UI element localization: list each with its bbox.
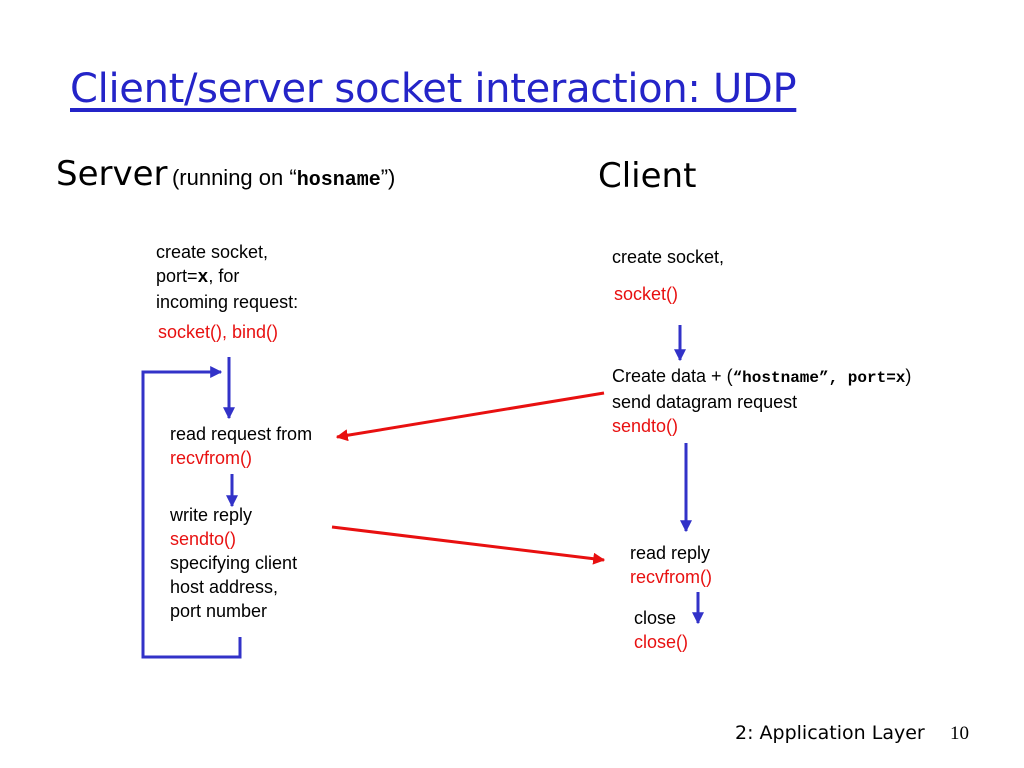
server-create-line2: port=x, for (156, 264, 298, 290)
server-port-suffix: , for (208, 266, 240, 286)
client-heading: Client (598, 156, 697, 196)
server-port-prefix: port= (156, 266, 198, 286)
client-close-block: close close() (634, 606, 688, 654)
server-read-call: recvfrom() (170, 448, 252, 468)
server-write-detail2: host address, (170, 577, 279, 597)
client-close-label: close (634, 608, 677, 628)
server-create-line3: incoming request: (156, 292, 299, 312)
client-data-args: “hostname”, port=x (732, 369, 906, 387)
server-write-call: sendto() (170, 529, 237, 549)
server-heading-block: Server (running on “hosname”) (56, 154, 395, 194)
server-write-detail1: specifying client (170, 553, 298, 573)
server-heading: Server (56, 154, 168, 194)
server-create-line1: create socket, (156, 242, 269, 262)
client-read-call: recvfrom() (630, 567, 712, 587)
server-port-var: x (197, 268, 209, 288)
server-host: hosname (296, 169, 381, 192)
client-create-call: socket() (614, 284, 679, 304)
server-running-prefix: (running on “ (171, 165, 297, 190)
client-data-suffix: ) (905, 366, 912, 386)
server-write-detail3: port number (170, 601, 268, 621)
client-read-label: read reply (630, 543, 711, 563)
footer-chapter: 2: Application Layer (735, 722, 925, 744)
client-data-prefix: Create data + ( (612, 366, 733, 386)
client-data-line: Create data + (“hostname”, port=x) (612, 364, 911, 390)
server-running-suffix: ”) (380, 165, 396, 190)
server-loop-arrow (141, 366, 242, 659)
server-write-block: write reply sendto() specifying client h… (170, 503, 297, 623)
request-message-arrow (335, 391, 605, 442)
page-number: 10 (950, 723, 969, 744)
server-create-call: socket(), bind() (158, 322, 279, 342)
server-read-label: read request from (170, 424, 313, 444)
client-send-label: send datagram request (612, 392, 798, 412)
client-send-block: Create data + (“hostname”, port=x) send … (612, 364, 911, 438)
client-close-call: close() (634, 632, 689, 652)
server-read-block: read request from recvfrom() (170, 422, 312, 470)
slide-title: Client/server socket interaction: UDP (70, 66, 797, 112)
client-create-label: create socket, (612, 247, 725, 267)
client-read-block: read reply recvfrom() (630, 541, 712, 589)
client-send-call: sendto() (612, 416, 679, 436)
server-write-label: write reply (170, 505, 253, 525)
server-create-block: create socket, port=x, for incoming requ… (156, 240, 298, 314)
reply-message-arrow (331, 525, 606, 565)
